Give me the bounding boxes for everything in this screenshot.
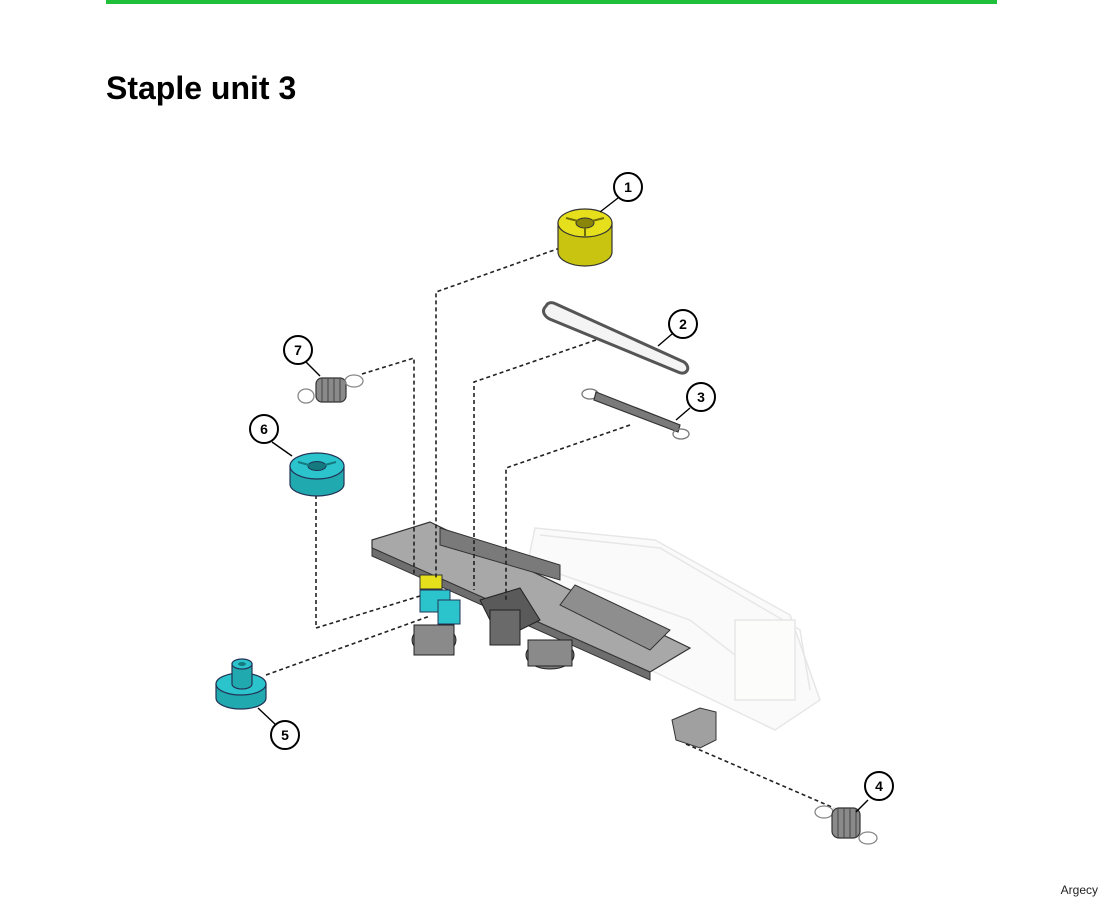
- page-title: Staple unit 3: [106, 70, 297, 106]
- callout-connectors: [257, 197, 869, 813]
- part-5-cyan-gear: [215, 658, 267, 710]
- callout-4: 4: [864, 771, 894, 801]
- staple-unit-assembly: [371, 521, 717, 749]
- part-7-spring: [297, 374, 364, 404]
- callout-1-label: 1: [624, 179, 632, 195]
- callout-7: 7: [283, 335, 313, 365]
- part-6-cyan-gear: [289, 452, 345, 497]
- callout-4-label: 4: [875, 778, 883, 794]
- callout-2: 2: [668, 309, 698, 339]
- header-rule: [106, 0, 997, 4]
- callout-3: 3: [686, 382, 716, 412]
- part-1-yellow-gear: [557, 208, 613, 267]
- callout-3-label: 3: [697, 389, 705, 405]
- callout-5: 5: [270, 720, 300, 750]
- callout-6-label: 6: [260, 421, 268, 437]
- callout-5-label: 5: [281, 727, 289, 743]
- callout-6: 6: [249, 414, 279, 444]
- callout-7-label: 7: [294, 342, 302, 358]
- callout-2-label: 2: [679, 316, 687, 332]
- part-3-spring: [581, 388, 690, 440]
- brand-footer: Argecy: [1060, 883, 1098, 897]
- leader-lines: [265, 247, 835, 809]
- part-2-belt: [542, 301, 690, 375]
- callout-1: 1: [613, 172, 643, 202]
- part-4-spring: [814, 805, 878, 845]
